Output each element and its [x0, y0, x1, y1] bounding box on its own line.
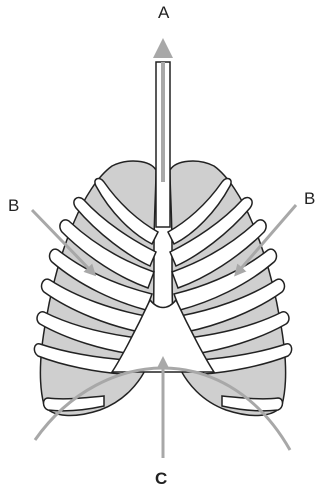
label-a: A	[158, 4, 169, 21]
label-b-right: B	[304, 190, 315, 207]
arrow-a-shaft	[161, 62, 165, 182]
arrow-a-head	[153, 38, 173, 58]
label-c: C	[155, 470, 167, 487]
trachea	[153, 38, 173, 227]
label-b-left: B	[8, 197, 19, 214]
